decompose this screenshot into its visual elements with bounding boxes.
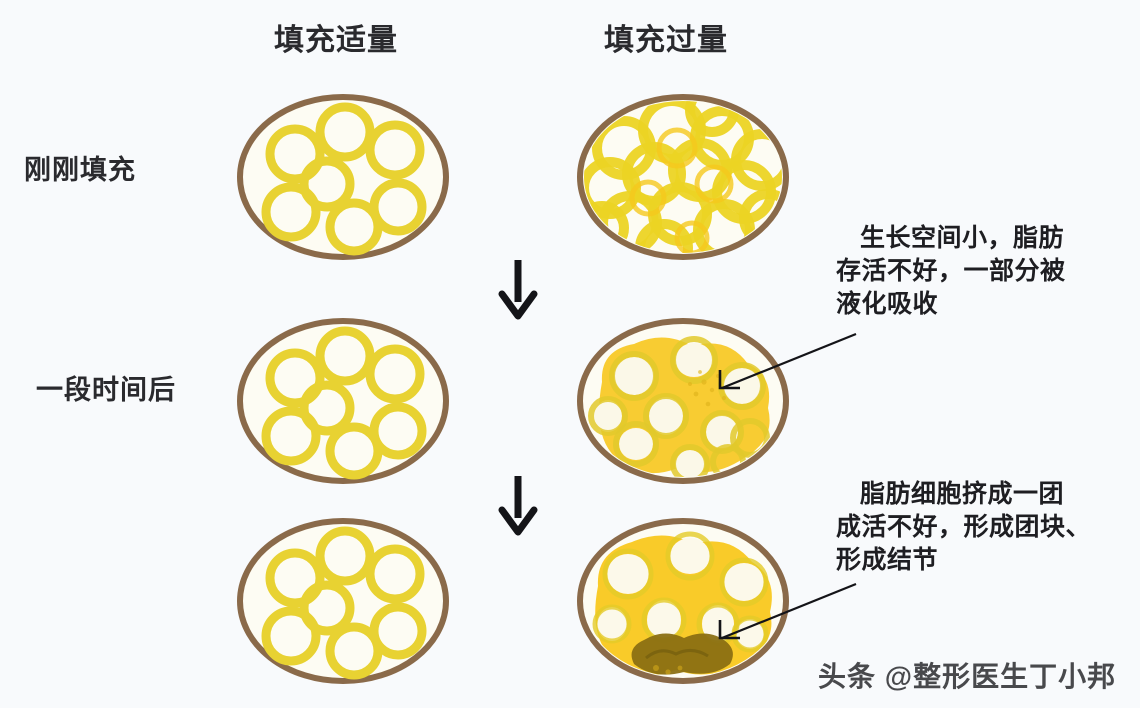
cell-right-after-some-time-liquefied: [572, 312, 794, 490]
cell-right-final-nodule: [572, 512, 794, 690]
watermark-credit: 头条 @整形医生丁小邦: [818, 661, 1117, 692]
down-arrow-icon: [498, 474, 538, 536]
cell-left-just-filled: [232, 88, 454, 266]
annotation-leader-line: [700, 580, 860, 650]
row-label-after-some-time: 一段时间后: [36, 375, 176, 405]
column-header-excessive-filling: 填充过量: [604, 24, 728, 57]
cell-left-final: [232, 512, 454, 690]
cell-left-after-some-time: [232, 312, 454, 490]
column-header-appropriate-filling: 填充适量: [274, 24, 398, 57]
cell-right-just-filled-overfilled: [572, 88, 794, 266]
annotation-nodule: 脂肪细胞挤成一团 成活不好，形成团块、 形成结节: [836, 480, 1092, 574]
annotation-leader-line: [700, 330, 860, 400]
annotation-liquefaction: 生长空间小，脂肪 存活不好，一部分被 液化吸收: [836, 224, 1066, 318]
row-label-just-filled: 刚刚填充: [24, 155, 136, 185]
down-arrow-icon: [498, 258, 538, 320]
